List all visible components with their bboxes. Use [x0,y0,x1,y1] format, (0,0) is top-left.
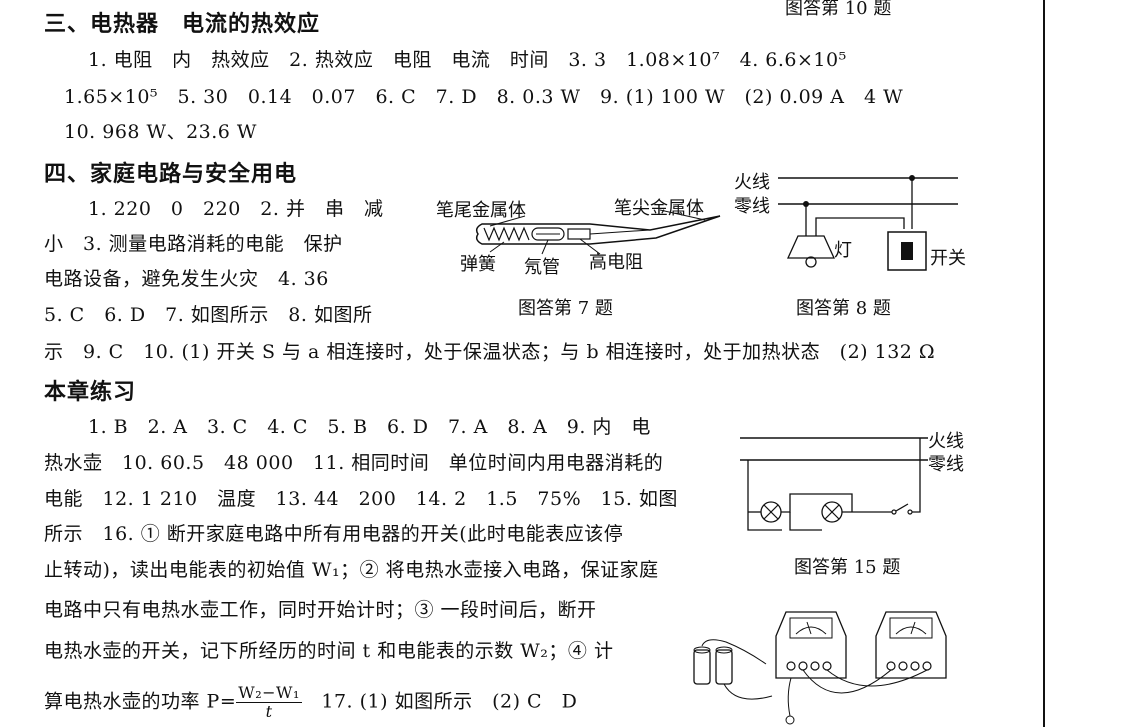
chapter-line6: 电路中只有电热水壶工作，同时开始计时；③ 一段时间后，断开 [44,599,597,621]
fig7-resistor-label: 高电阻 [589,252,643,273]
fig10-caption: 图答第 10 题 [785,0,892,19]
fig8-live-label: 火线 [734,172,770,193]
fig7-tip-label: 笔尖金属体 [614,198,704,219]
chapter-line2: 热水壶 10. 60.5 48 000 11. 相同时间 单位时间内用电器消耗的 [44,452,664,474]
fraction-numerator: W₂−W₁ [236,683,302,703]
lamp-switch-circuit [778,175,958,271]
section3-title: 三、电热器 电流的热效应 [44,12,321,37]
fig15-neutral-label: 零线 [928,454,964,475]
section4-line2: 小 3. 测量电路消耗的电能 保护 [44,233,343,255]
chapter-line4: 所示 16. ① 断开家庭电路中所有用电器的开关(此时电能表应该停 [44,523,624,545]
fig15-caption: 图答第 15 题 [794,557,901,578]
fig8-switch-label: 开关 [930,248,966,269]
chapter-line7: 电热水壶的开关，记下所经历的时间 t 和电能表的示数 W₂；④ 计 [44,640,614,662]
fig8-caption: 图答第 8 题 [796,298,891,319]
fig8-lamp-label: 灯 [834,240,852,261]
chapter-line5: 止转动)，读出电能表的初始值 W₁；② 将电热水壶接入电路，保证家庭 [44,559,659,581]
fig7-neon-label: 氖管 [524,257,560,278]
section4-title: 四、家庭电路与安全用电 [44,162,298,187]
section3-line2: 1.65×10⁵ 5. 30 0.14 0.07 6. C 7. D 8. 0.… [64,86,904,108]
fig7-spring-label: 弹簧 [460,254,496,275]
fraction-denominator: t [265,702,273,721]
chapter-title: 本章练习 [44,380,137,405]
section4-line1: 1. 220 0 220 2. 并 串 减 [88,198,384,220]
section3-line3: 10. 968 W、23.6 W [64,121,257,143]
power-formula-prefix: 算电热水壶的功率 P= [44,690,237,713]
section3-line1: 1. 电阻 内 热效应 2. 热效应 电阻 电流 时间 3. 3 1.08×10… [88,49,847,71]
chapter-line1: 1. B 2. A 3. C 4. C 5. B 6. D 7. A 8. A … [88,416,651,438]
section4-line4: 5. C 6. D 7. 如图所示 8. 如图所 [44,304,373,326]
fig7-tail-label: 笔尾金属体 [436,200,526,221]
power-formula-suffix: 17. (1) 如图所示 (2) C D [301,690,578,713]
page-right-border [1043,0,1045,727]
section4-line5: 示 9. C 10. (1) 开关 S 与 a 相连接时，处于保温状态；与 b … [44,341,936,363]
fig8-neutral-label: 零线 [734,196,770,217]
two-lamps-circuit [740,437,928,531]
chapter-line3: 电能 12. 1 210 温度 13. 44 200 14. 2 1.5 75%… [44,488,678,510]
section4-line3: 电路设备，避免发生火灾 4. 36 [44,268,329,290]
fig15-live-label: 火线 [928,431,964,452]
fig7-caption: 图答第 7 题 [518,298,613,319]
test-pen-diagram [475,209,721,255]
meters-battery-illustration [693,611,947,725]
